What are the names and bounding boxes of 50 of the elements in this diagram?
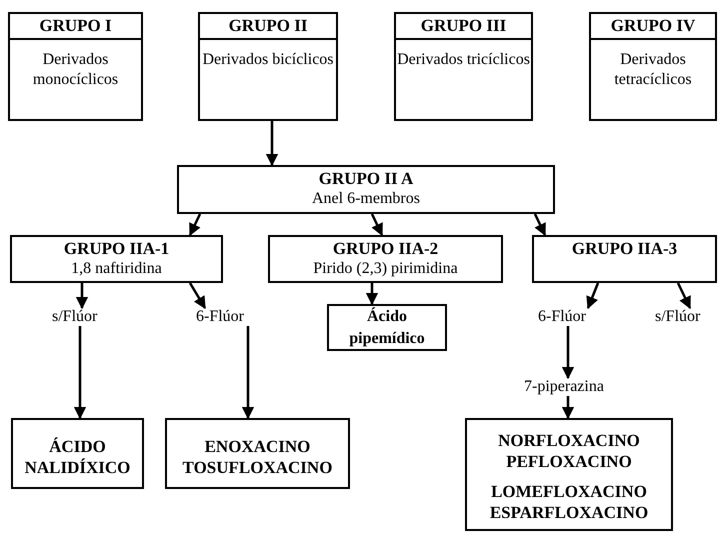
arrow xyxy=(562,396,574,420)
drug-box xyxy=(165,418,350,489)
group-box xyxy=(394,12,533,121)
arrow xyxy=(676,282,692,310)
group-title: GRUPO IIA-1 xyxy=(62,238,170,260)
group-box xyxy=(198,12,338,121)
arrow xyxy=(76,283,88,310)
drug-name: LOMEFLOXACINO ESPARFLOXACINO xyxy=(488,480,650,523)
group-title: GRUPO II xyxy=(200,14,336,40)
drug-name: ENOXACINO TOSUFLOXACINO xyxy=(182,436,334,478)
group-description: Anel 6-membros xyxy=(311,189,421,209)
group-box xyxy=(177,165,555,214)
arrow xyxy=(242,326,254,420)
branch-label: s/Flúor xyxy=(52,308,98,326)
group-description: Pirido (2,3) pirimidina xyxy=(312,259,459,279)
group-title: GRUPO IIA-3 xyxy=(570,238,678,260)
arrow xyxy=(188,282,206,310)
arrow xyxy=(586,282,600,310)
arrow xyxy=(370,213,384,236)
drug-name: NORFLOXACINO PEFLOXACINO xyxy=(497,430,641,472)
group-description: Derivados tricíclicos xyxy=(396,50,531,70)
arrow xyxy=(74,326,86,420)
group-description: Derivados bicíclicos xyxy=(201,50,335,70)
group-description: Derivados tetracíclicos xyxy=(613,50,693,90)
arrow xyxy=(366,283,378,306)
drug-name: ÁCIDO NALIDÍXICO xyxy=(24,436,132,478)
arrow xyxy=(266,121,278,166)
group-title: GRUPO II A xyxy=(318,168,414,190)
group-box xyxy=(268,235,503,283)
branch-label: 7-piperazina xyxy=(524,378,604,396)
branch-label: s/Flúor xyxy=(655,308,700,326)
group-box xyxy=(8,12,143,121)
branch-label: 6-Flúor xyxy=(196,308,244,326)
group-box xyxy=(532,235,717,283)
group-title: GRUPO IV xyxy=(591,14,715,40)
group-description: Derivados monocíclicos xyxy=(32,50,120,90)
branch-label: 6-Flúor xyxy=(538,308,586,326)
drug-box xyxy=(465,418,673,531)
group-title: GRUPO III xyxy=(396,14,531,40)
group-title: GRUPO IIA-2 xyxy=(332,238,440,260)
arrow xyxy=(534,213,546,236)
group-box xyxy=(589,12,717,121)
drug-box xyxy=(327,304,447,351)
group-box xyxy=(10,235,223,283)
drug-name: Ácido pipemídico xyxy=(348,306,426,349)
group-title: GRUPO I xyxy=(10,14,141,40)
drug-box xyxy=(11,418,144,489)
arrow xyxy=(188,213,202,236)
group-description: 1,8 naftiridina xyxy=(70,259,163,279)
arrow xyxy=(562,326,574,380)
